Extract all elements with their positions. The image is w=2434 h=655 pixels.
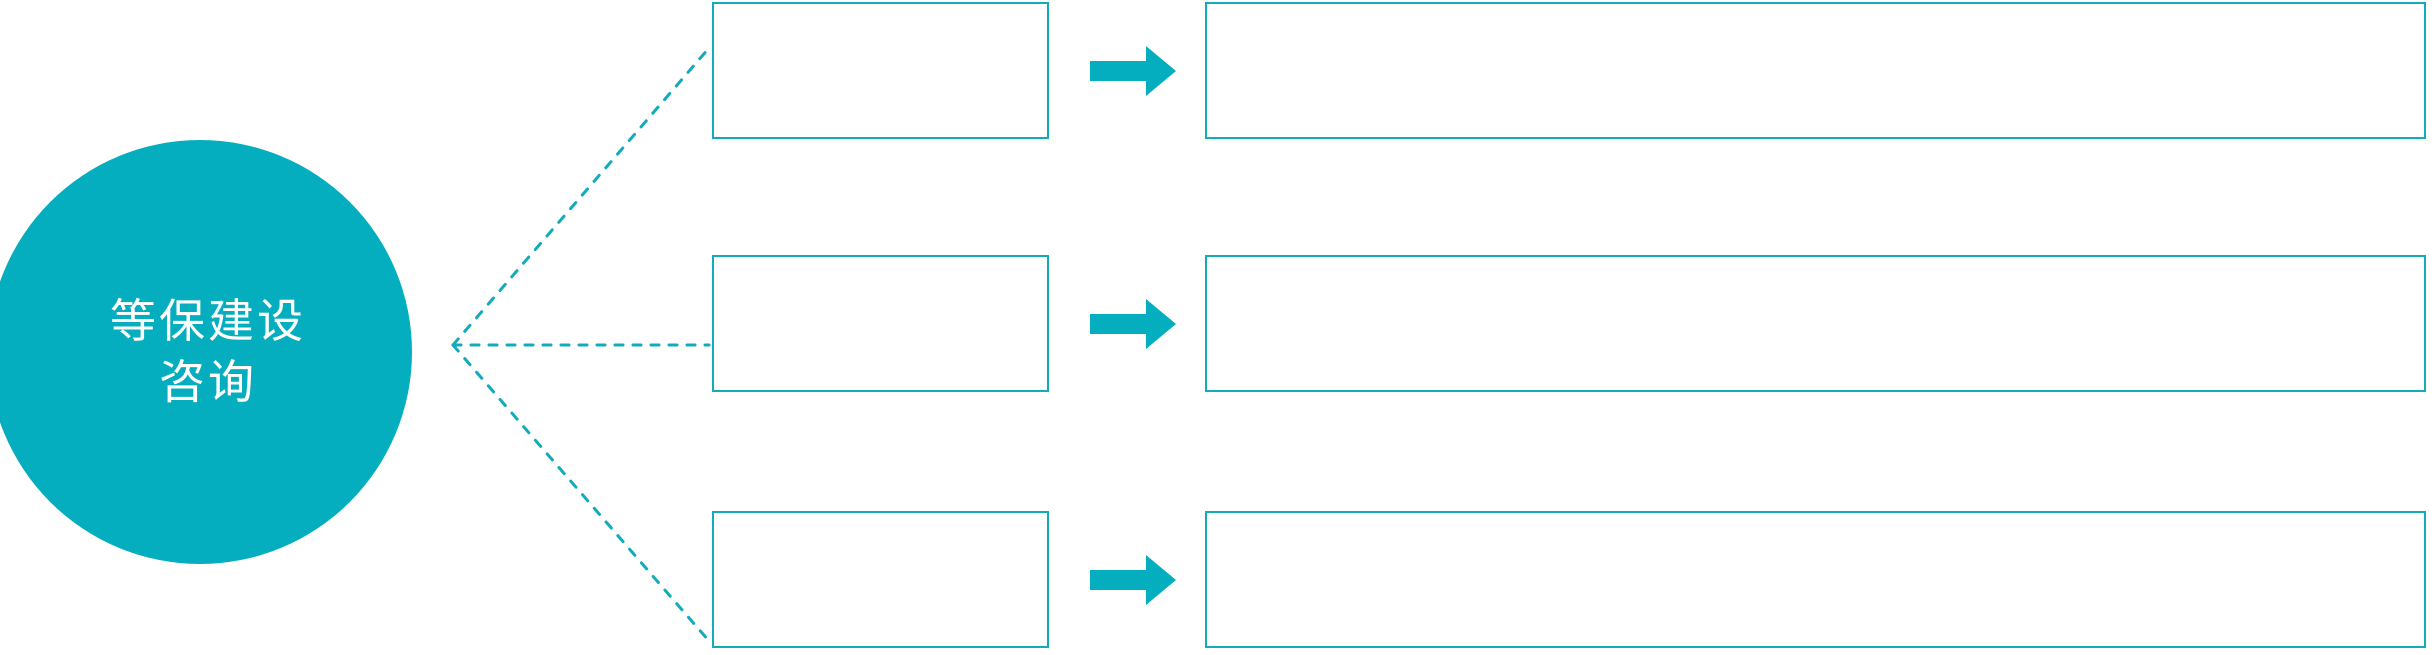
row-3-wide-box[interactable] <box>1205 511 2426 648</box>
row-1-small-box[interactable] <box>712 2 1049 139</box>
hub-label: 等保建设 咨询 <box>110 295 306 408</box>
row-2-small-box[interactable] <box>712 255 1049 392</box>
diagram-row <box>0 253 2434 398</box>
right-arrow-icon <box>1090 555 1176 605</box>
row-1-wide-box[interactable] <box>1205 2 2426 139</box>
diagram-row <box>0 0 2434 145</box>
row-2-wide-box[interactable] <box>1205 255 2426 392</box>
diagram-row <box>0 509 2434 655</box>
hub-circle[interactable]: 等保建设 咨询 <box>0 140 412 564</box>
right-arrow-icon <box>1090 299 1176 349</box>
right-arrow-icon <box>1090 46 1176 96</box>
row-3-small-box[interactable] <box>712 511 1049 648</box>
